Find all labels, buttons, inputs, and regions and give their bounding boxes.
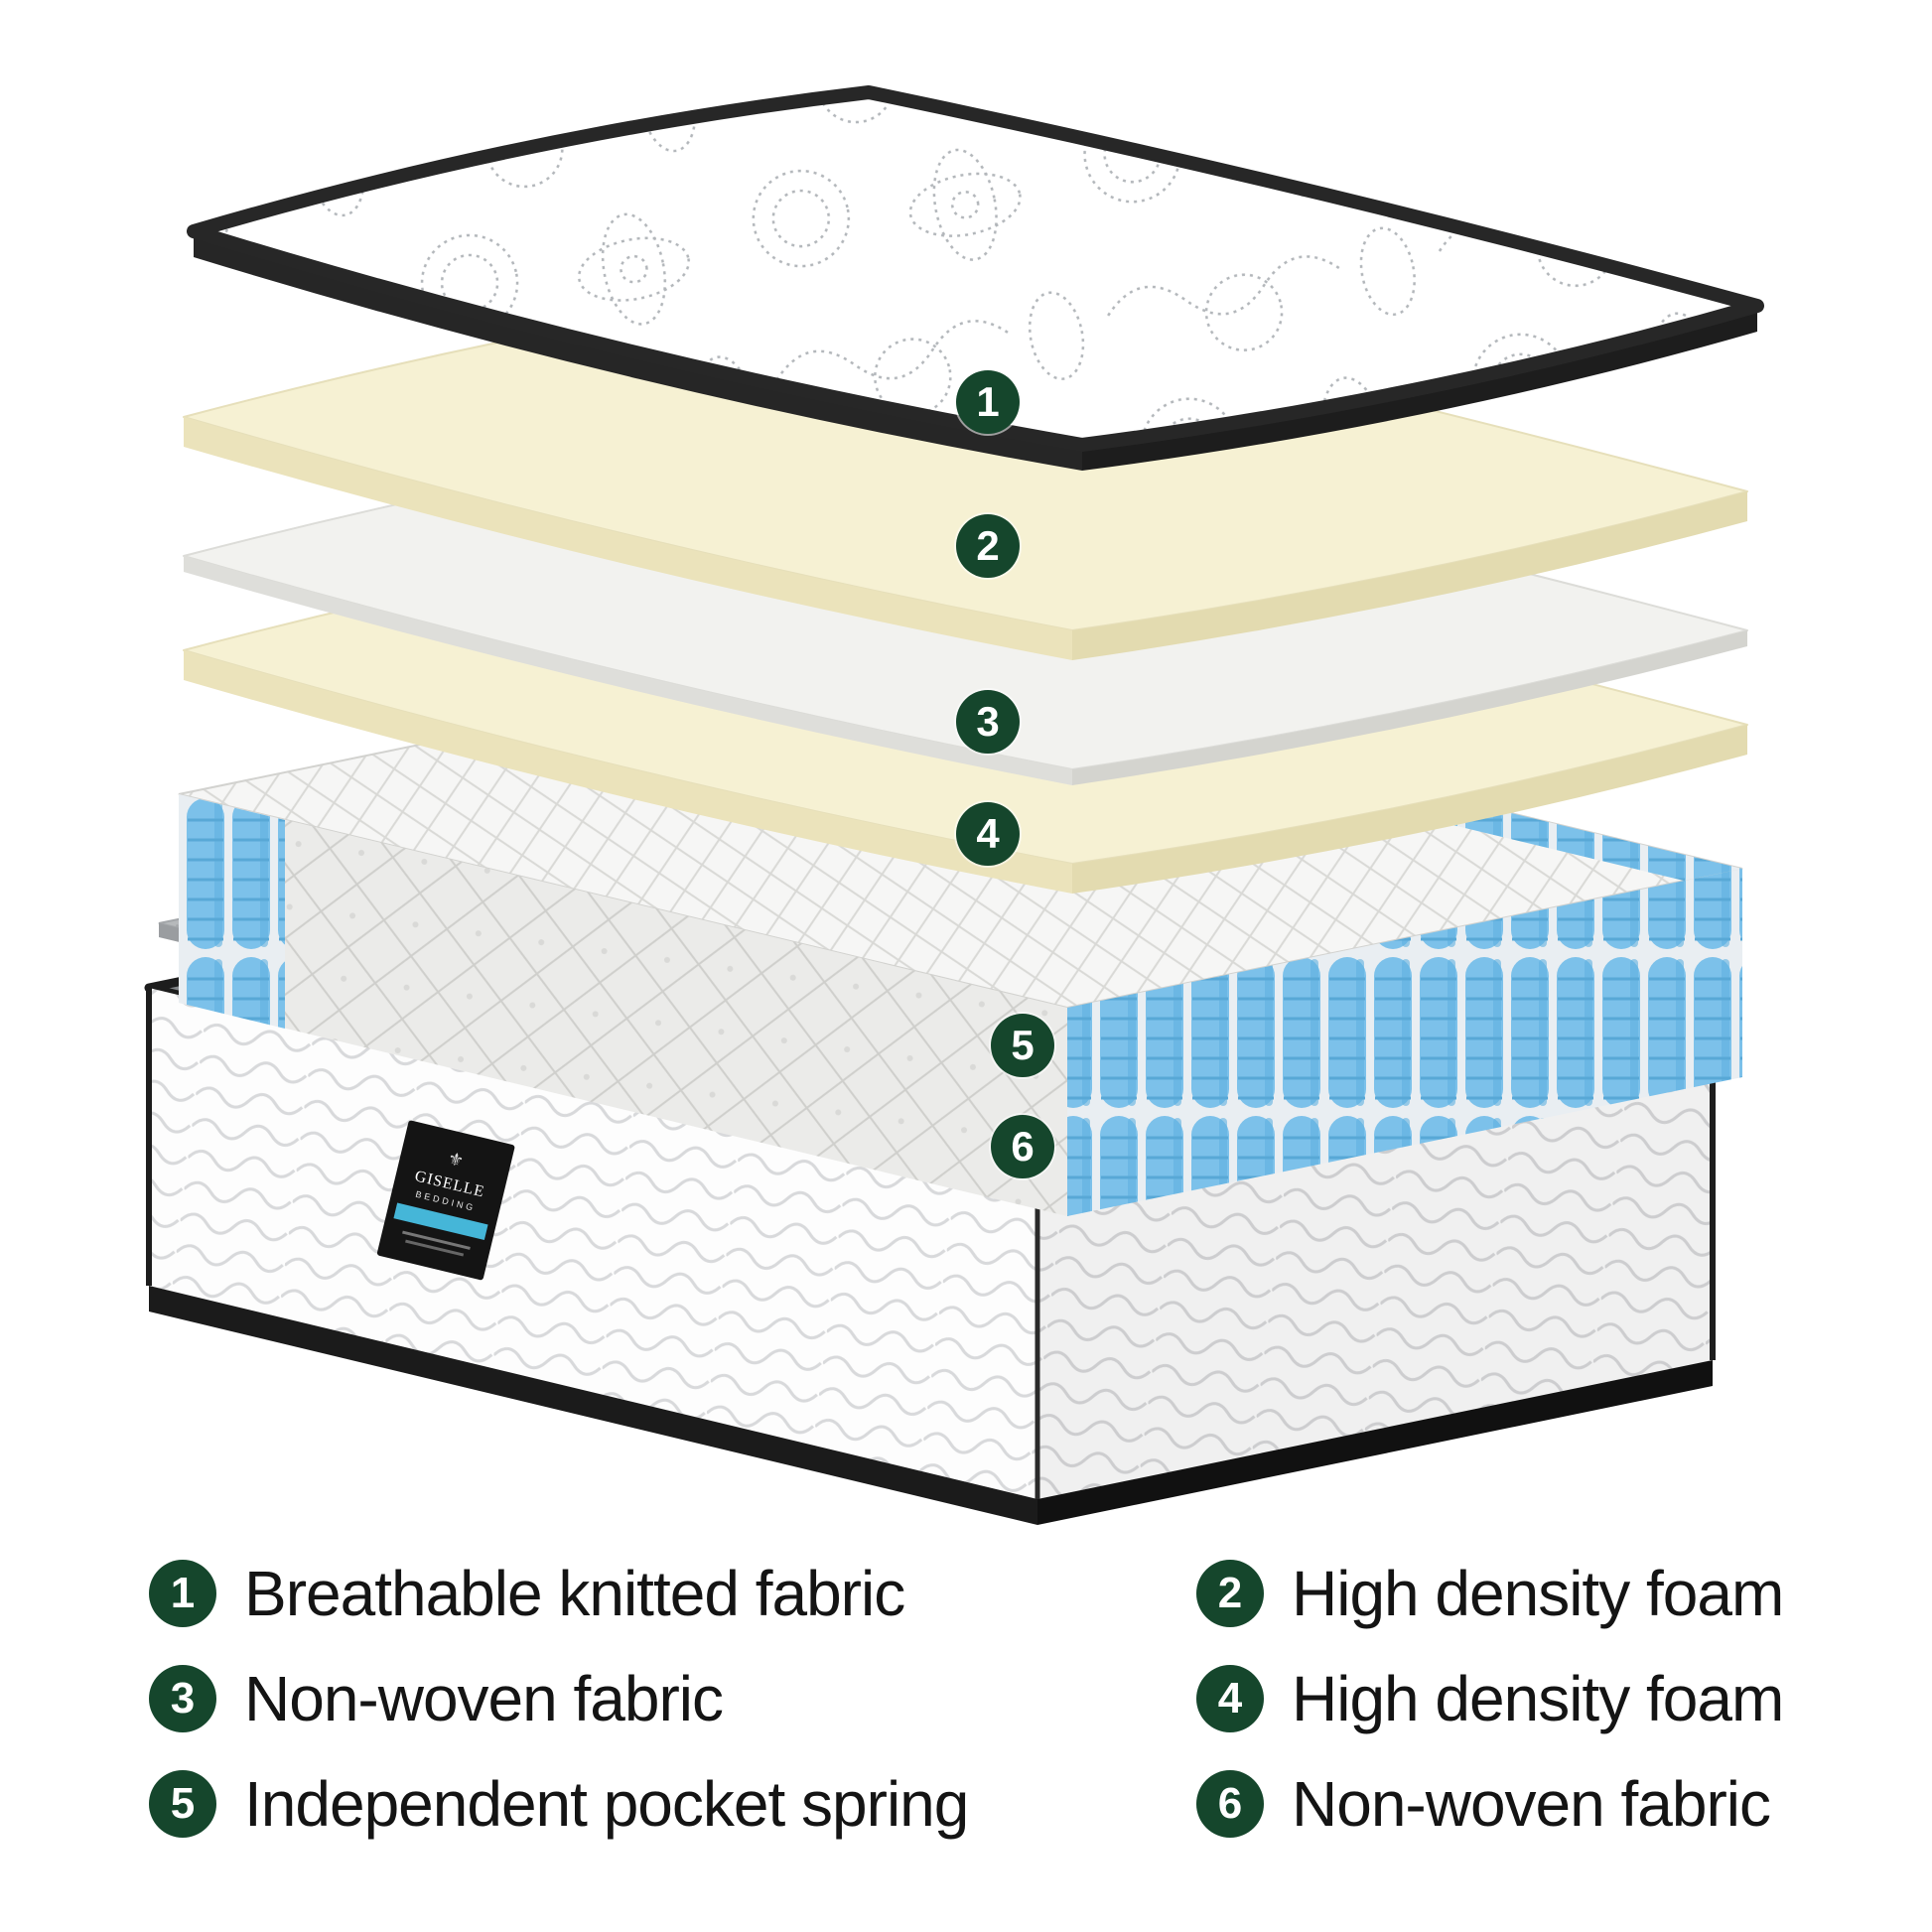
legend-item-2: 2 High density foam [1196,1557,1784,1630]
legend-badge-6: 6 [1196,1770,1264,1838]
legend-item-4: 4 High density foam [1196,1662,1784,1735]
brand-emblem-icon: ⚜ [446,1148,466,1171]
legend-label-4: High density foam [1292,1663,1784,1734]
legend-label-6: Non-woven fabric [1292,1768,1771,1840]
callout-badge-2: 2 [956,514,1020,578]
legend-label-3: Non-woven fabric [244,1663,724,1734]
callout-badge-3: 3 [956,690,1020,754]
callout-badge-6: 6 [991,1115,1054,1178]
callout-badge-5: 5 [991,1014,1054,1077]
legend-item-6: 6 Non-woven fabric [1196,1767,1771,1841]
legend-badge-4: 4 [1196,1665,1264,1732]
legend-badge-5: 5 [149,1770,216,1838]
legend-label-1: Breathable knitted fabric [244,1558,905,1629]
mattress-exploded-illustration: ⚜ GISELLE BEDDING [144,85,1764,1525]
legend-badge-2: 2 [1196,1560,1264,1627]
callout-badge-4: 4 [956,802,1020,866]
layer-1-knitted-fabric-cover [187,85,1764,471]
callout-badge-1: 1 [956,370,1020,434]
layer-2-high-density-foam [183,277,1748,660]
brand-label: ⚜ GISELLE BEDDING [376,1120,515,1281]
legend-item-5: 5 Independent pocket spring [149,1767,969,1841]
legend-label-5: Independent pocket spring [244,1768,969,1840]
legend-badge-3: 3 [149,1665,216,1732]
legend-item-3: 3 Non-woven fabric [149,1662,724,1735]
legend-item-1: 1 Breathable knitted fabric [149,1557,905,1630]
legend-badge-1: 1 [149,1560,216,1627]
legend-label-2: High density foam [1292,1558,1784,1629]
